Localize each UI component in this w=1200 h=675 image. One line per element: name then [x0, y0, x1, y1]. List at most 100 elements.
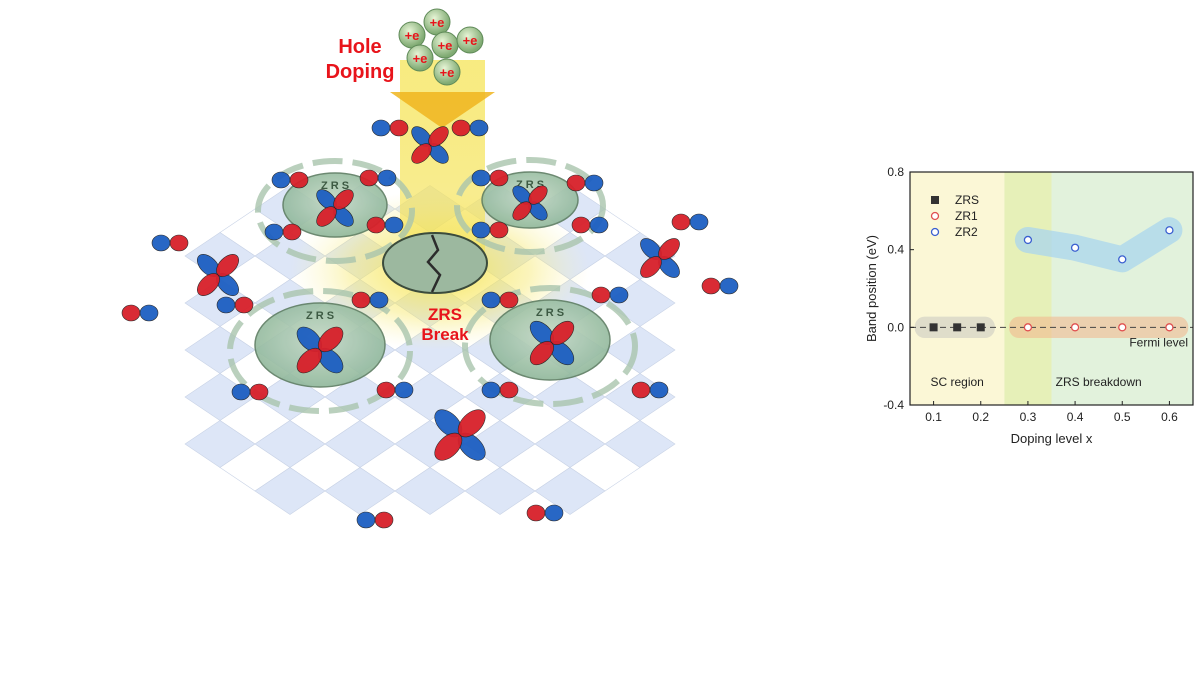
hole-carrier-label: +e [413, 51, 428, 66]
hole-carrier-icon: +e [456, 26, 484, 54]
lattice-tile [534, 467, 606, 515]
region-label-2: ZRS breakdown [1056, 375, 1142, 389]
hole-carrier-label: +e [440, 65, 455, 80]
p-orbital-icon [566, 174, 604, 192]
y-tick-label: -0.4 [883, 398, 904, 412]
p-orbital-icon [451, 119, 489, 137]
zr1-band [1009, 316, 1189, 339]
legend-marker-zrs [931, 196, 939, 204]
p-orbital-icon [376, 381, 414, 399]
legend-label-zr2: ZR2 [955, 225, 978, 239]
point-zr1 [1118, 323, 1127, 332]
x-tick-label: 0.2 [972, 410, 989, 424]
d-orbital-icon [296, 326, 344, 374]
point-zr1 [1070, 323, 1080, 332]
x-tick-label: 0.4 [1067, 410, 1084, 424]
p-orbital-icon [481, 291, 519, 309]
y-tick-label: 0.0 [887, 320, 904, 334]
chart-marks [929, 226, 1174, 332]
crack-icon [426, 234, 442, 293]
zrs-ring-label: Z R S [306, 310, 334, 322]
x-axis-title: Doping level x [1011, 431, 1093, 446]
d-orbital-icon [316, 189, 354, 227]
d-orbital-icon [197, 254, 239, 296]
d-orbital-icon [640, 238, 680, 278]
zrs-break-ring [382, 232, 488, 294]
p-orbital-icon [371, 119, 409, 137]
p-orbital-icon [471, 169, 509, 187]
region-band-2 [1051, 172, 1193, 405]
point-zr2 [1118, 255, 1127, 264]
point-zrs [953, 323, 962, 332]
point-zr1 [1165, 323, 1174, 332]
p-orbital-icon [526, 504, 564, 522]
region-band-0 [910, 172, 1005, 405]
d-orbital-icon [411, 126, 449, 164]
chart-bands [910, 217, 1193, 339]
legend-label-zr1: ZR1 [955, 209, 978, 223]
orbitals [121, 119, 739, 529]
hole-carriers: +e +e +e +e +e +e [398, 8, 484, 86]
lattice-tile [254, 467, 326, 515]
p-orbital-icon [121, 304, 159, 322]
p-orbital-icon [481, 381, 519, 399]
zrs-break-label-1: ZRS [428, 305, 462, 324]
x-tick-label: 0.1 [925, 410, 942, 424]
p-orbital-icon [356, 511, 394, 529]
zrs-ring-label: Z R S [321, 180, 349, 192]
d-orbital-icon [512, 185, 548, 221]
fermi-level-label: Fermi level [1129, 335, 1188, 349]
point-zrs [976, 323, 985, 332]
p-orbital-icon [216, 296, 254, 314]
hole-carrier-label: +e [430, 15, 445, 30]
p-orbital-icon [591, 286, 629, 304]
p-orbital-icon [351, 291, 389, 309]
hole-doping-label-1: Hole [338, 36, 381, 58]
hole-carrier-icon: +e [423, 8, 451, 36]
point-zr2 [1165, 226, 1174, 235]
legend-label-zrs: ZRS [955, 193, 979, 207]
point-zr2 [1023, 235, 1033, 245]
lattice-tile [394, 467, 466, 515]
region-band-1 [1004, 172, 1052, 405]
p-orbital-icon [359, 169, 397, 187]
p-orbital-icon [366, 216, 404, 234]
p-orbital-icon [631, 381, 669, 399]
zrs-break-label-2: Break [421, 325, 469, 344]
plot-border [909, 171, 1194, 406]
beam-arrow-icon [390, 92, 495, 128]
p-orbital-icon [271, 171, 309, 189]
hole-carrier-label: +e [438, 38, 453, 53]
x-tick-label: 0.6 [1161, 410, 1178, 424]
p-orbital-icon [671, 213, 709, 231]
hole-carrier-label: +e [463, 33, 478, 48]
p-orbital-icon [151, 234, 189, 252]
point-zrs [929, 323, 938, 332]
point-zr1 [1023, 323, 1033, 332]
chart-frame [909, 171, 1194, 406]
x-tick-label: 0.3 [1020, 410, 1037, 424]
hole-carrier-label: +e [405, 28, 420, 43]
legend-marker-zr2 [930, 227, 940, 237]
hole-carrier-icon: +e [433, 58, 461, 86]
zrs-ring-label: Z R S [536, 307, 564, 319]
hole-carrier-icon: +e [431, 31, 459, 59]
x-tick-label: 0.5 [1114, 410, 1131, 424]
p-orbital-icon [471, 221, 509, 239]
zr2-band [1014, 217, 1183, 273]
hole-doping-label-2: Doping [326, 61, 395, 83]
point-zr2 [1070, 243, 1080, 252]
p-orbital-icon [231, 383, 269, 401]
y-tick-label: 0.8 [887, 165, 904, 179]
d-orbital-icon [529, 320, 575, 366]
p-orbital-icon [571, 216, 609, 234]
lattice-tile [464, 467, 536, 515]
d-orbital-icon [434, 409, 486, 461]
legend-marker-zr1 [930, 211, 940, 221]
